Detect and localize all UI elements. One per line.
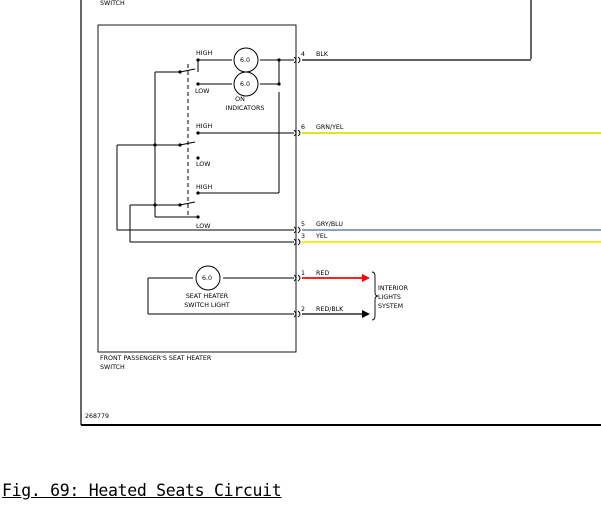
pin-number: 3: [301, 233, 305, 240]
passenger-switch-label-line2: SWITCH: [100, 364, 125, 371]
junction-dots: [153, 58, 281, 219]
pin-number: 5: [301, 221, 305, 228]
position-low: LOW: [196, 223, 211, 230]
pin-number: 4: [301, 51, 305, 58]
wire-label-gry-blu: GRY/BLU: [316, 221, 343, 228]
lamp-glyph: 6.0: [202, 275, 212, 282]
interior-lights-system-label-line2: LIGHTS: [378, 294, 401, 301]
lamp-glyph: 6.0: [240, 57, 250, 64]
wire-label-red: RED: [316, 270, 329, 277]
passenger-seat-heater-switch-box: [97, 24, 297, 353]
wire-label-grn-yel: GRN/YEL: [316, 124, 344, 131]
position-high: HIGH: [196, 50, 212, 57]
interior-lights-system-label-line3: SYSTEM: [378, 303, 403, 310]
position-low: LOW: [196, 161, 211, 168]
on-indicator-lamp-high: 6.0: [233, 47, 259, 73]
top-switch-label: SWITCH: [100, 0, 125, 7]
arrow-red-blk: [362, 310, 370, 318]
connector-pins: [293, 56, 301, 318]
on-indicators-label-line2: INDICATORS: [226, 105, 265, 112]
diagram-frame: [80, 0, 601, 426]
seat-heater-switch-light-label: SEAT HEATER: [186, 293, 229, 300]
wire-label-yel: YEL: [315, 233, 328, 240]
switch-internal-wiring: [116, 59, 294, 315]
figure-id: 268779: [85, 413, 109, 420]
on-indicators-label: ON: [235, 96, 245, 103]
seat-heater-switch-light-label-line2: SWITCH LIGHT: [184, 302, 230, 309]
wire-label-blk: BLK: [316, 51, 329, 58]
position-low: LOW: [195, 88, 210, 95]
pin-number: 2: [301, 306, 305, 313]
passenger-switch-label: FRONT PASSENGER'S SEAT HEATER: [100, 355, 212, 362]
lamp-glyph: 6.0: [240, 81, 250, 88]
pin-number: 6: [301, 124, 305, 131]
on-indicator-lamp-low: 6.0: [233, 71, 259, 97]
position-high: HIGH: [196, 123, 212, 130]
interior-lights-bracket: [371, 271, 379, 321]
wiring-diagram: SWITCH FRONT PASSENGER'S SEAT HEATER SWI…: [80, 0, 601, 426]
interior-lights-system-label: INTERIOR: [378, 285, 409, 292]
wire-label-red-blk: RED/BLK: [316, 306, 344, 313]
arrow-red: [362, 274, 370, 282]
seat-heater-switch-light-lamp: 6.0: [195, 265, 221, 291]
figure-caption: Fig. 69: Heated Seats Circuit: [2, 481, 282, 500]
pin-number: 1: [301, 270, 305, 277]
position-high: HIGH: [196, 184, 212, 191]
